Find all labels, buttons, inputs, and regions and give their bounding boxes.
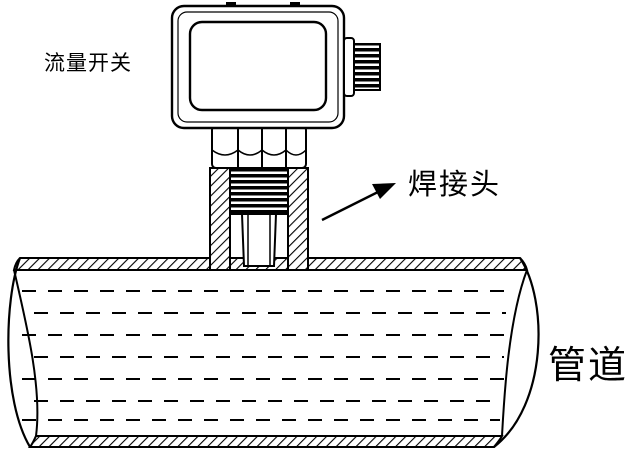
sensor-probe: [240, 213, 278, 267]
weld-joint-right-wall: [287, 167, 309, 271]
pipe-left-inner-end: [13, 269, 39, 437]
pipe-label: 管道: [548, 343, 629, 387]
connector: [343, 37, 381, 97]
pipe: [7, 257, 540, 448]
weld-joint-left-wall: [209, 167, 231, 271]
hex-nut: [211, 125, 307, 169]
display-window: [188, 20, 328, 112]
pipe-right-inner-end: [501, 269, 528, 437]
pipe-left-end: [7, 257, 31, 448]
flow-switch-label: 流量开关: [44, 51, 132, 75]
weld-joint: [209, 167, 309, 271]
pipe-bottom-wall: [28, 435, 504, 448]
thread-section: [229, 167, 289, 215]
weld-joint-pointer-arrow: [321, 183, 396, 222]
fluid-lines: [22, 290, 510, 421]
flow-switch-body: [170, 2, 381, 130]
pipe-right-end: [493, 257, 540, 448]
weld-joint-label: 焊接头: [408, 167, 502, 201]
